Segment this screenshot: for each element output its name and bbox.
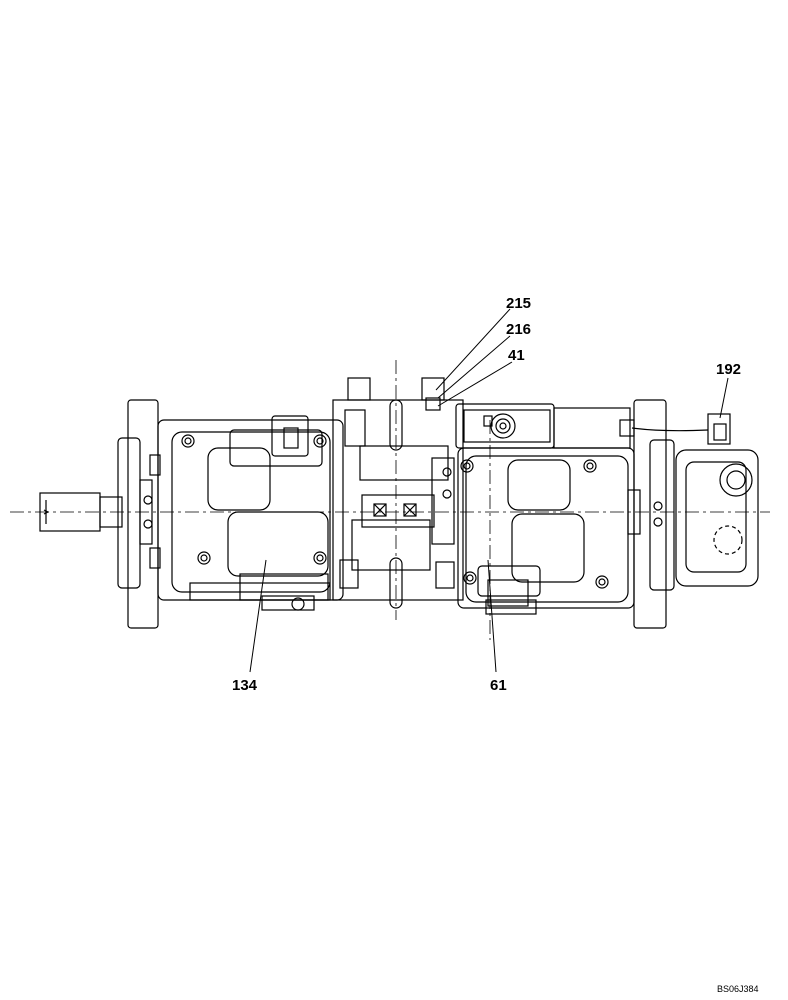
- front-pump-housing: [149, 415, 344, 611]
- regulator-block: [455, 403, 635, 449]
- mounting-flange-left: [117, 399, 159, 629]
- center-valve-block: [332, 377, 464, 609]
- input-shaft: [39, 492, 123, 532]
- callout-216: 216: [506, 321, 532, 338]
- drawing-reference-code: BS06J384: [717, 984, 759, 994]
- callout-134: 134: [232, 677, 258, 694]
- rear-pump-housing: [457, 447, 641, 615]
- callout-61: 61: [490, 677, 507, 694]
- mounting-flange-right: [633, 399, 675, 629]
- callout-215: 215: [506, 295, 532, 312]
- leader-lines: [249, 308, 729, 673]
- callout-192: 192: [716, 361, 742, 378]
- gear-pump: [631, 413, 759, 587]
- callout-41: 41: [508, 347, 525, 364]
